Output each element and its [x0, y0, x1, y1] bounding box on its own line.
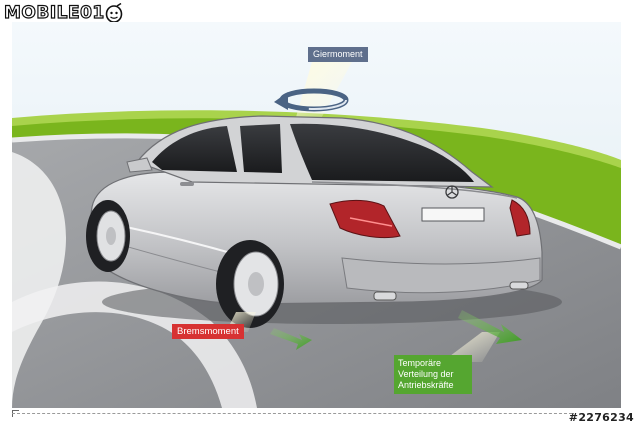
rear-wheel: [216, 240, 284, 328]
light-beam-drive: [442, 332, 500, 362]
mobile01-face-icon: [105, 3, 123, 23]
grass-highlight: [12, 110, 621, 168]
rotate-arrow-icon: [274, 88, 349, 112]
road-sweep-left: [12, 152, 66, 408]
grass-strip: [12, 114, 621, 247]
logo-text: MOBILE01: [3, 2, 105, 23]
front-wheel: [86, 200, 130, 272]
car-body: [89, 115, 543, 305]
braking-moment-label: Bremsmoment: [172, 324, 244, 339]
car-illustration: [12, 22, 621, 408]
mobile01-logo[interactable]: MOBILE01: [3, 2, 123, 24]
green-force-arrow-icon: [270, 328, 312, 350]
brand-emblem-icon: [445, 185, 459, 199]
yaw-moment-label: Giermoment: [308, 47, 368, 62]
footer-divider: [12, 413, 572, 414]
post-id-watermark: #2276234: [568, 411, 634, 424]
green-force-arrow-icon-2: [458, 310, 522, 344]
drive-force-label: Temporäre Verteilung der Antriebskräfte: [394, 355, 472, 394]
illustration-frame: [12, 22, 621, 408]
license-plate: [421, 207, 485, 222]
